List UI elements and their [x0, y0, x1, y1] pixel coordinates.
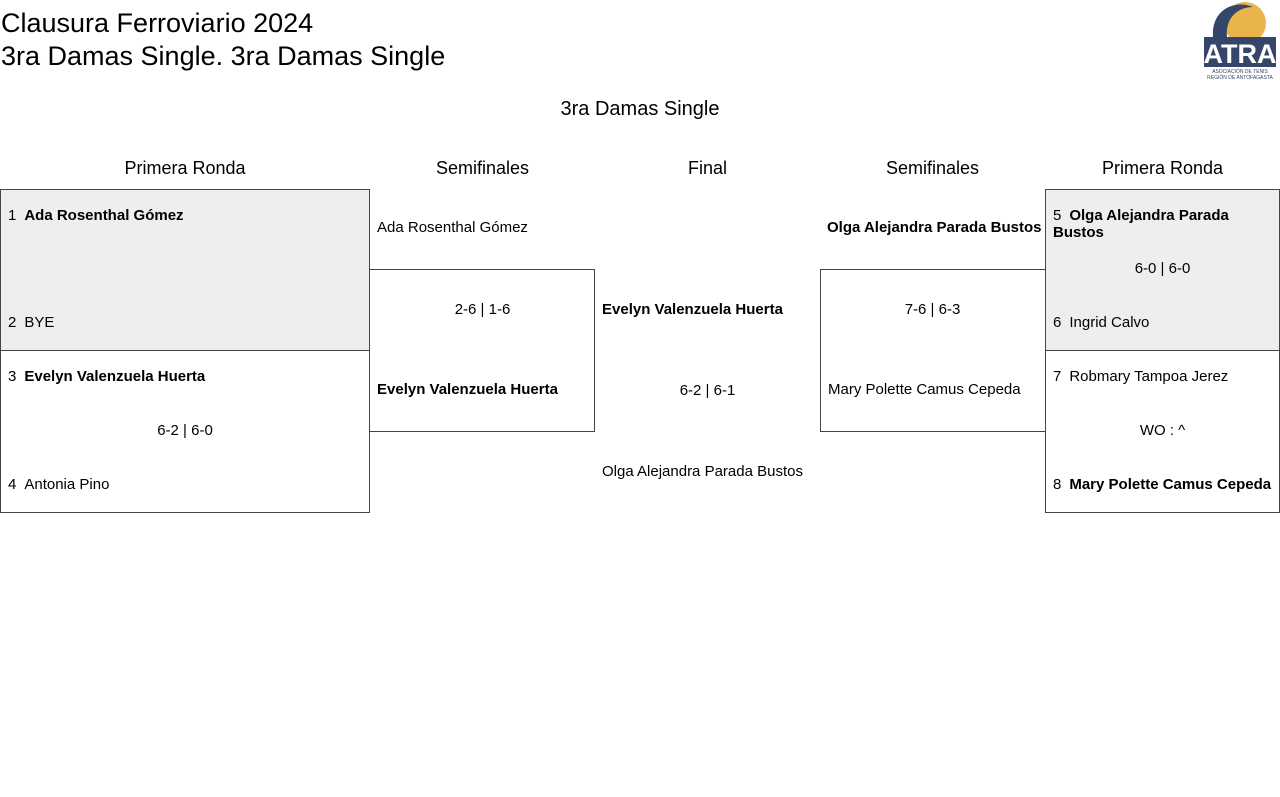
svg-text:ATRA: ATRA	[1204, 39, 1277, 69]
match-box[interactable]	[820, 269, 1046, 432]
player-name[interactable]: Olga Alejandra Parada Bustos	[602, 463, 803, 480]
column-header: Final	[687, 158, 727, 178]
player-name[interactable]: Ada Rosenthal Gómez	[377, 219, 528, 236]
column-header: Semifinales	[435, 158, 530, 178]
seed: 5	[1053, 207, 1062, 224]
seed: 1	[8, 207, 17, 224]
match-score: 6-2 | 6-1	[679, 382, 736, 399]
player-name: Olga Alejandra Parada Bustos	[1053, 207, 1229, 241]
player-name: Mary Polette Camus Cepeda	[1069, 476, 1272, 493]
player-name[interactable]: Evelyn Valenzuela Huerta	[377, 381, 558, 398]
player-entry[interactable]: 2 BYE	[8, 314, 54, 331]
match-score: WO : ^	[1139, 422, 1186, 439]
seed: 8	[1053, 476, 1062, 493]
player-entry[interactable]: 4 Antonia Pino	[8, 476, 109, 493]
svg-text:REGIÓN DE ANTOFAGASTA: REGIÓN DE ANTOFAGASTA	[1207, 74, 1273, 81]
match-score: 7-6 | 6-3	[904, 301, 961, 318]
player-name: Robmary Tampoa Jerez	[1069, 368, 1229, 385]
player-name: Ada Rosenthal Gómez	[24, 207, 184, 224]
player-name[interactable]: Mary Polette Camus Cepeda	[828, 381, 1021, 398]
seed: 3	[8, 368, 17, 385]
column-header: Primera Ronda	[1101, 158, 1224, 178]
seed: 4	[8, 476, 17, 493]
page-subtitle: 3ra Damas Single. 3ra Damas Single	[1, 41, 446, 71]
seed: 6	[1053, 314, 1062, 331]
bracket-title: 3ra Damas Single	[560, 98, 720, 120]
player-name: Evelyn Valenzuela Huerta	[24, 368, 206, 385]
player-name[interactable]: Evelyn Valenzuela Huerta	[602, 301, 783, 318]
atra-logo: ATRA ASOCIACIÓN DE TENIS REGIÓN DE ANTOF…	[1203, 1, 1277, 81]
svg-text:ASOCIACIÓN DE TENIS: ASOCIACIÓN DE TENIS	[1212, 68, 1268, 75]
player-name: BYE	[24, 314, 55, 331]
player-name: Antonia Pino	[24, 476, 110, 493]
player-name: Ingrid Calvo	[1069, 314, 1150, 331]
match-score: 6-0 | 6-0	[1134, 260, 1191, 277]
player-entry[interactable]: 1 Ada Rosenthal Gómez	[8, 207, 184, 224]
match-score: 6-2 | 6-0	[157, 422, 213, 439]
player-entry[interactable]: 8 Mary Polette Camus Cepeda	[1053, 476, 1275, 493]
seed: 7	[1053, 368, 1062, 385]
column-header: Primera Ronda	[124, 158, 246, 178]
column-header: Semifinales	[885, 158, 980, 178]
player-entry[interactable]: 7 Robmary Tampoa Jerez	[1053, 368, 1275, 385]
player-name[interactable]: Olga Alejandra Parada Bustos	[827, 219, 1042, 236]
match-score: 2-6 | 1-6	[454, 301, 511, 318]
match-box[interactable]	[0, 189, 370, 351]
player-entry[interactable]: 6 Ingrid Calvo	[1053, 314, 1275, 331]
match-box[interactable]	[369, 269, 595, 432]
page-title: Clausura Ferroviario 2024	[1, 8, 314, 38]
player-entry[interactable]: 3 Evelyn Valenzuela Huerta	[8, 368, 205, 385]
seed: 2	[8, 314, 17, 331]
